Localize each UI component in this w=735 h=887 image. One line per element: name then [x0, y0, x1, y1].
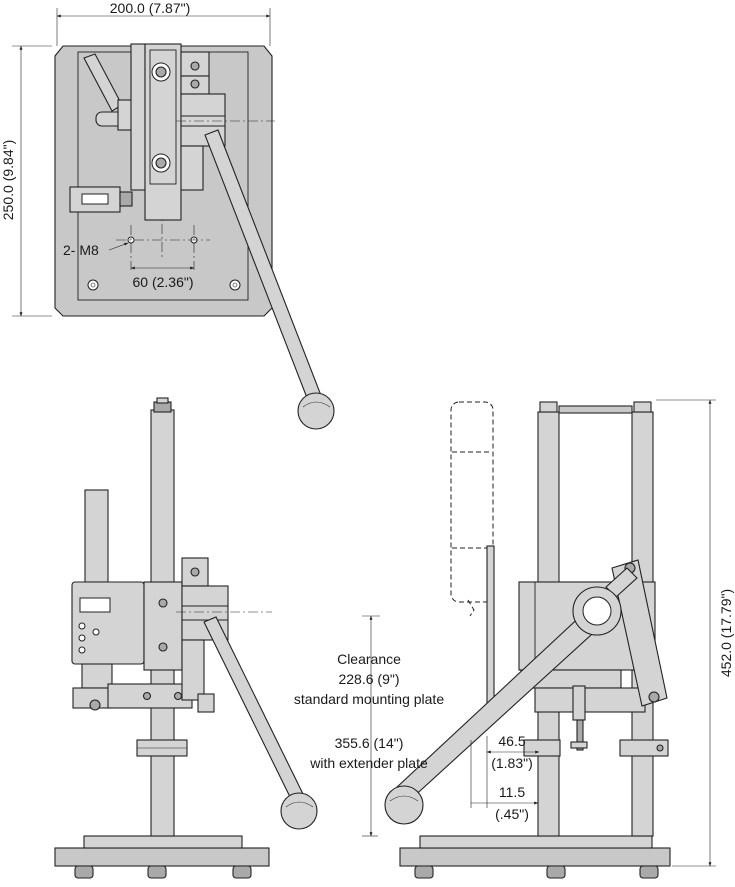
handle-left	[203, 616, 318, 830]
clearance-extender-note: with extender plate	[309, 755, 428, 771]
total-height-dimension: 452.0 (17.79")	[718, 589, 734, 677]
top-view: 200.0 (7.87") 250.0 (9.84") 2- M8 60 (2.…	[0, 0, 335, 430]
force-gauge	[71, 489, 145, 711]
top-width-dimension: 200.0 (7.87")	[110, 0, 190, 16]
clearance-title: Clearance	[337, 651, 401, 667]
right-base-plate	[399, 847, 671, 867]
extender-plate-outline	[450, 401, 494, 617]
handle-topview	[204, 129, 335, 430]
left-side-view	[54, 397, 318, 879]
top-height-dimension: 250.0 (9.84")	[0, 140, 16, 220]
clearance-callouts: Clearance 228.6 (9") standard mounting p…	[294, 651, 444, 771]
right-side-view: 452.0 (17.79") 46.5 (1.83") 11.5 (.45")	[362, 399, 734, 879]
clamp-lever-topview	[83, 53, 135, 131]
offset-dimension-mm: 46.5	[498, 733, 525, 749]
offset2-dimension-in: (.45")	[495, 806, 529, 822]
handle-right	[384, 586, 622, 825]
clearance-extender-value: 355.6 (14")	[335, 735, 404, 751]
offset-dimension-in: (1.83")	[491, 755, 533, 771]
corner-holes	[87, 279, 241, 291]
hole-callout: 2- M8	[63, 242, 99, 258]
linkage	[605, 559, 668, 707]
hole-spacing-dimension: 60 (2.36")	[132, 274, 193, 290]
clearance-standard-note: standard mounting plate	[294, 691, 444, 707]
gauge-topview	[69, 186, 133, 213]
clearance-standard-value: 228.6 (9")	[338, 671, 399, 687]
offset2-dimension-mm: 11.5	[499, 784, 525, 800]
left-base-plate	[54, 847, 270, 867]
